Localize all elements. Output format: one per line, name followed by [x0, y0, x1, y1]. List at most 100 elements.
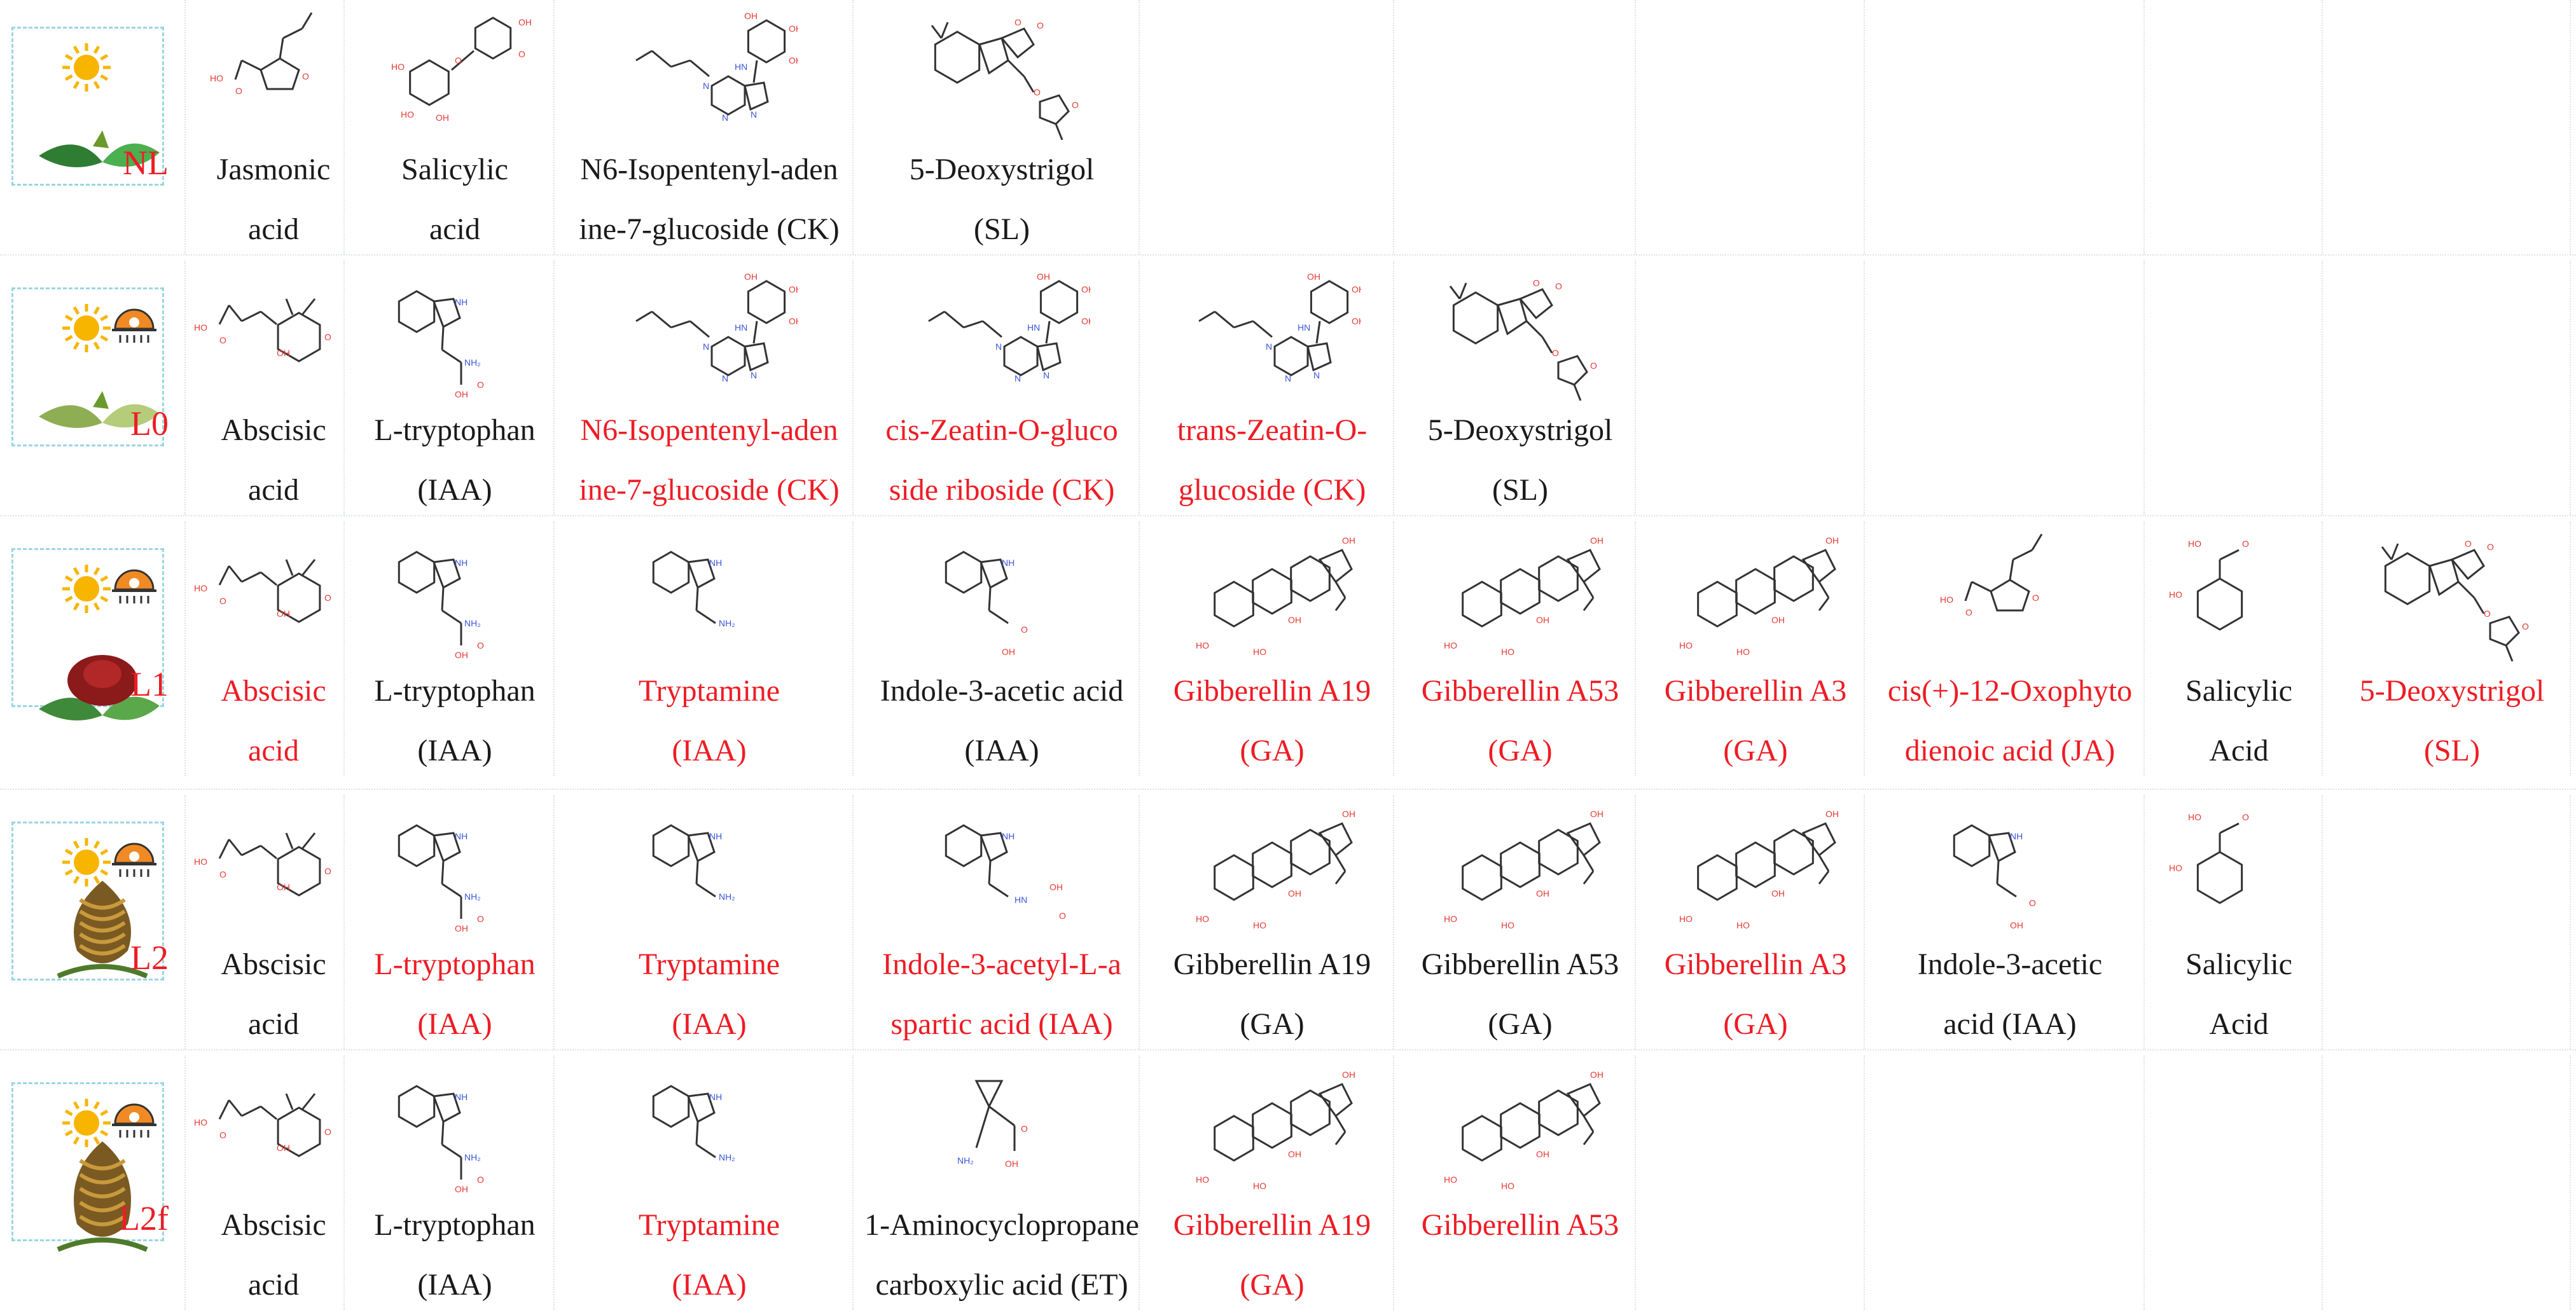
svg-text:O: O	[324, 1127, 331, 1137]
sun-icon	[62, 304, 111, 352]
column-divider	[2570, 0, 2571, 254]
svg-text:HO: HO	[1196, 1174, 1209, 1185]
svg-text:OH: OH	[277, 609, 290, 619]
svg-text:OH: OH	[1307, 272, 1320, 282]
svg-text:NH₂: NH₂	[719, 1152, 735, 1162]
column-divider	[1139, 261, 1140, 515]
svg-text:N: N	[703, 341, 709, 352]
compound-name: Indole-3-acetic	[1917, 947, 2103, 981]
svg-text:O: O	[219, 869, 226, 879]
sun-icon	[62, 838, 111, 886]
row-divider	[0, 788, 2576, 790]
structure-indole-acetic-acid: NH OH O	[1953, 824, 2036, 930]
compound-cell: NNNOHOHOHHNN6-Isopentenyl-adenine-7-gluc…	[560, 261, 859, 520]
svg-text:OH: OH	[455, 1184, 468, 1194]
svg-text:O: O	[1552, 348, 1559, 358]
svg-text:OH: OH	[1590, 1070, 1603, 1080]
compound-name: L-tryptophan	[374, 1208, 536, 1242]
svg-text:O: O	[2029, 898, 2036, 908]
compound-name: Gibberellin A53	[1421, 947, 1619, 981]
dome-light-icon	[112, 843, 156, 877]
column-divider	[852, 0, 854, 254]
column-divider	[1393, 1056, 1394, 1310]
svg-text:OH: OH	[1536, 888, 1549, 898]
compound-name: carboxylic acid (ET)	[875, 1268, 1128, 1302]
compound-name: acid (IAA)	[1943, 1007, 2077, 1041]
svg-text:N: N	[703, 81, 709, 91]
svg-text:HN: HN	[1014, 895, 1027, 905]
compound-name: (GA)	[1488, 734, 1553, 768]
svg-text:HO: HO	[1501, 920, 1514, 930]
svg-text:HO: HO	[2169, 589, 2182, 600]
column-divider	[2570, 521, 2571, 776]
svg-text:OH: OH	[436, 113, 449, 123]
svg-text:NH: NH	[1002, 558, 1014, 568]
condition-label: L0	[130, 404, 169, 443]
column-divider	[343, 261, 345, 515]
column-divider	[553, 261, 555, 515]
column-divider	[852, 521, 854, 776]
column-divider	[2143, 1056, 2145, 1310]
sun-icon	[62, 43, 111, 92]
svg-text:O: O	[477, 1174, 484, 1185]
compound-name: Salicylic	[2185, 947, 2292, 981]
condition-panel: L2f	[11, 1082, 169, 1252]
compound-name: Salicylic	[401, 153, 508, 186]
compound-name: ine-7-glucoside (CK)	[579, 212, 840, 246]
sun-icon	[62, 565, 111, 613]
svg-text:OH: OH	[2010, 920, 2023, 930]
compound-name: Gibberellin A19	[1173, 1208, 1371, 1242]
svg-text:HN: HN	[1298, 322, 1310, 333]
svg-text:O: O	[1037, 20, 1044, 31]
svg-text:O: O	[1555, 281, 1562, 291]
svg-text:OH: OH	[1002, 647, 1015, 657]
column-divider	[1635, 0, 1636, 254]
compound-name: (GA)	[1488, 1007, 1553, 1041]
svg-text:OH: OH	[277, 1143, 290, 1153]
svg-text:O: O	[219, 596, 226, 606]
svg-text:NH₂: NH₂	[957, 1155, 974, 1166]
svg-text:HO: HO	[1444, 914, 1457, 924]
condition-label: L2f	[119, 1199, 169, 1237]
compound-cell: NNNOHOHOHHNtrans-Zeatin-O-glucoside (CK)	[1145, 261, 1399, 520]
compound-name: dienoic acid (JA)	[1904, 734, 2116, 768]
svg-text:O: O	[235, 86, 242, 96]
svg-text:HN: HN	[735, 322, 747, 333]
svg-text:HN: HN	[1027, 322, 1040, 333]
column-divider	[1393, 795, 1394, 1049]
compound-name: acid	[248, 1268, 299, 1302]
compound-name: Gibberellin A53	[1421, 1208, 1619, 1242]
compound-name: spartic acid (IAA)	[890, 1007, 1113, 1041]
column-divider	[1393, 261, 1394, 515]
svg-text:O: O	[455, 55, 462, 65]
compound-name: (IAA)	[417, 1268, 492, 1302]
svg-text:O: O	[518, 49, 525, 59]
svg-text:NH₂: NH₂	[719, 618, 735, 628]
svg-text:OH: OH	[455, 389, 468, 399]
svg-text:OH: OH	[455, 650, 468, 660]
svg-text:OH: OH	[1352, 284, 1361, 294]
column-divider	[184, 521, 186, 776]
svg-text:NH: NH	[2010, 831, 2023, 841]
svg-text:O: O	[1059, 911, 1066, 921]
svg-text:HO: HO	[2169, 863, 2182, 873]
